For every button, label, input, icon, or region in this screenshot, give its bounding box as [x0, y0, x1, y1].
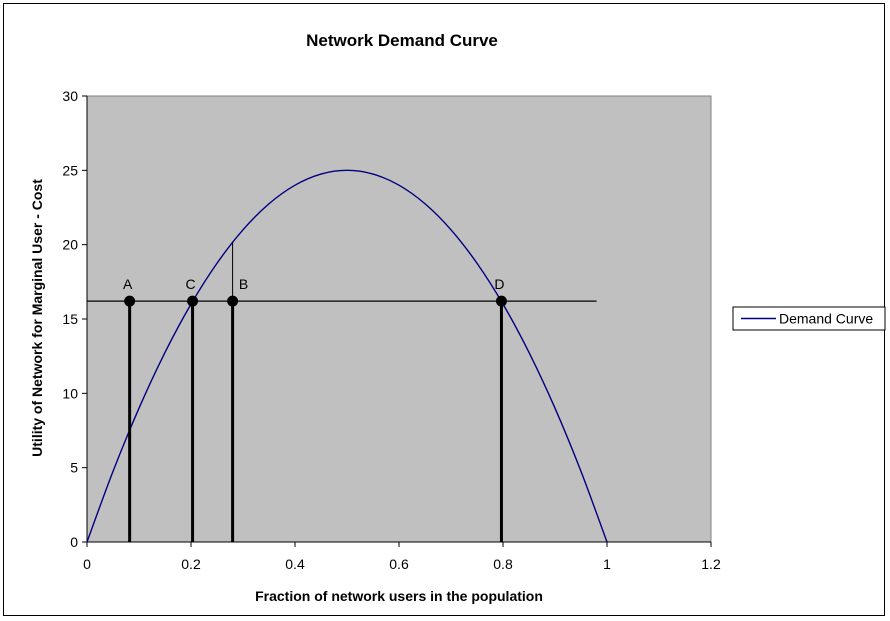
plot-area [86, 95, 712, 543]
point-label-c: C [185, 276, 195, 292]
chart-title: Network Demand Curve [306, 31, 498, 50]
x-tick-label: 0 [83, 556, 91, 572]
legend: Demand Curve [732, 306, 886, 331]
x-tick-label: 0.8 [493, 556, 513, 572]
point-marker-d [495, 295, 507, 307]
x-axis-title: Fraction of network users in the populat… [255, 588, 543, 604]
x-tick-label: 0.4 [285, 556, 305, 572]
y-axis-title: Utility of Network for Marginal User - C… [29, 179, 45, 457]
x-tick-label: 1.2 [701, 556, 721, 572]
y-tick-label: 30 [62, 88, 78, 104]
point-marker-b [227, 295, 239, 307]
point-marker-a [124, 295, 136, 307]
y-tick-label: 5 [70, 460, 78, 476]
y-tick-label: 20 [62, 237, 78, 253]
y-tick-label: 25 [62, 162, 78, 178]
y-tick-label: 0 [70, 534, 78, 550]
legend-label-demand-curve: Demand Curve [779, 311, 873, 327]
y-tick-label: 15 [62, 311, 78, 327]
x-tick-label: 0.6 [389, 556, 409, 572]
demand-curve-line [86, 169, 608, 543]
legend-box [732, 306, 886, 331]
y-tick-label: 10 [62, 385, 78, 401]
point-label-d: D [494, 276, 504, 292]
x-tick-label: 1 [603, 556, 611, 572]
x-axis-ticks: 0 0.2 0.4 0.6 0.8 1 1.2 [83, 541, 721, 572]
y-axis-ticks: 0 5 10 15 20 25 30 [62, 88, 88, 550]
point-label-b: B [239, 276, 248, 292]
point-marker-c [187, 295, 199, 307]
x-tick-label: 0.2 [181, 556, 201, 572]
point-label-a: A [123, 276, 133, 292]
